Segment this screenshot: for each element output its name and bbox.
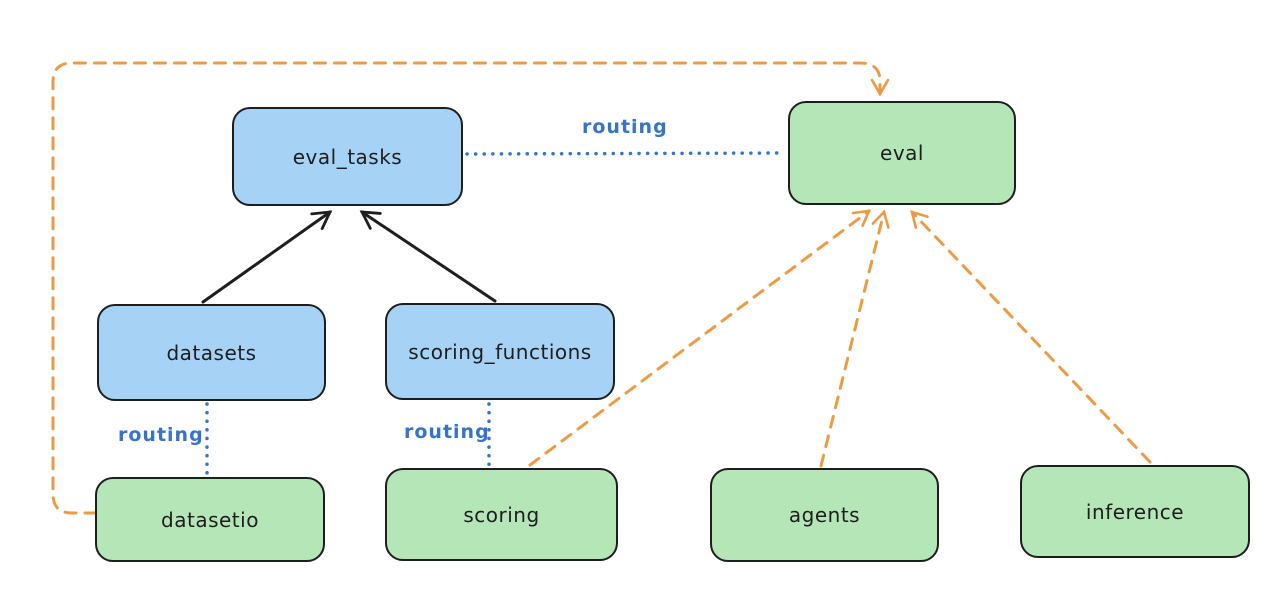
node-agents-label: agents [788, 503, 861, 527]
edge-scoring-functions-to-eval-tasks-arrow [359, 210, 497, 303]
node-scoring: scoring [385, 468, 618, 561]
node-datasets-label: datasets [166, 340, 257, 365]
node-inference-label: inference [1085, 499, 1185, 524]
node-eval-tasks: eval_tasks [232, 107, 463, 206]
edge-inference-to-eval-arrow [910, 210, 1152, 464]
edge-agents-to-eval-arrow [819, 209, 890, 468]
edge-label-routing-scoring-functions-scoring: routing [404, 421, 490, 443]
node-eval-tasks-label: eval_tasks [292, 144, 403, 169]
edge-label-routing-eval-tasks-eval: routing [582, 116, 668, 138]
node-scoring-functions-label: scoring_functions [408, 339, 592, 364]
node-agents: agents [710, 468, 939, 562]
node-datasetio-label: datasetio [161, 507, 259, 532]
node-scoring-functions: scoring_functions [385, 303, 615, 400]
node-eval: eval [788, 101, 1016, 205]
node-datasetio: datasetio [95, 477, 325, 562]
edge-label-routing-datasets-datasetio: routing [118, 424, 204, 446]
node-datasets: datasets [97, 304, 326, 401]
edge-datasets-to-eval-tasks-arrow [201, 210, 333, 304]
edge-datasetio-to-eval-arrow [51, 61, 890, 515]
node-eval-label: eval [880, 141, 924, 165]
node-inference: inference [1020, 465, 1250, 558]
edge-eval-tasks-to-eval-dotted [465, 151, 787, 156]
node-scoring-label: scoring [463, 502, 540, 527]
edge-scoring-to-eval-arrow [528, 209, 872, 467]
